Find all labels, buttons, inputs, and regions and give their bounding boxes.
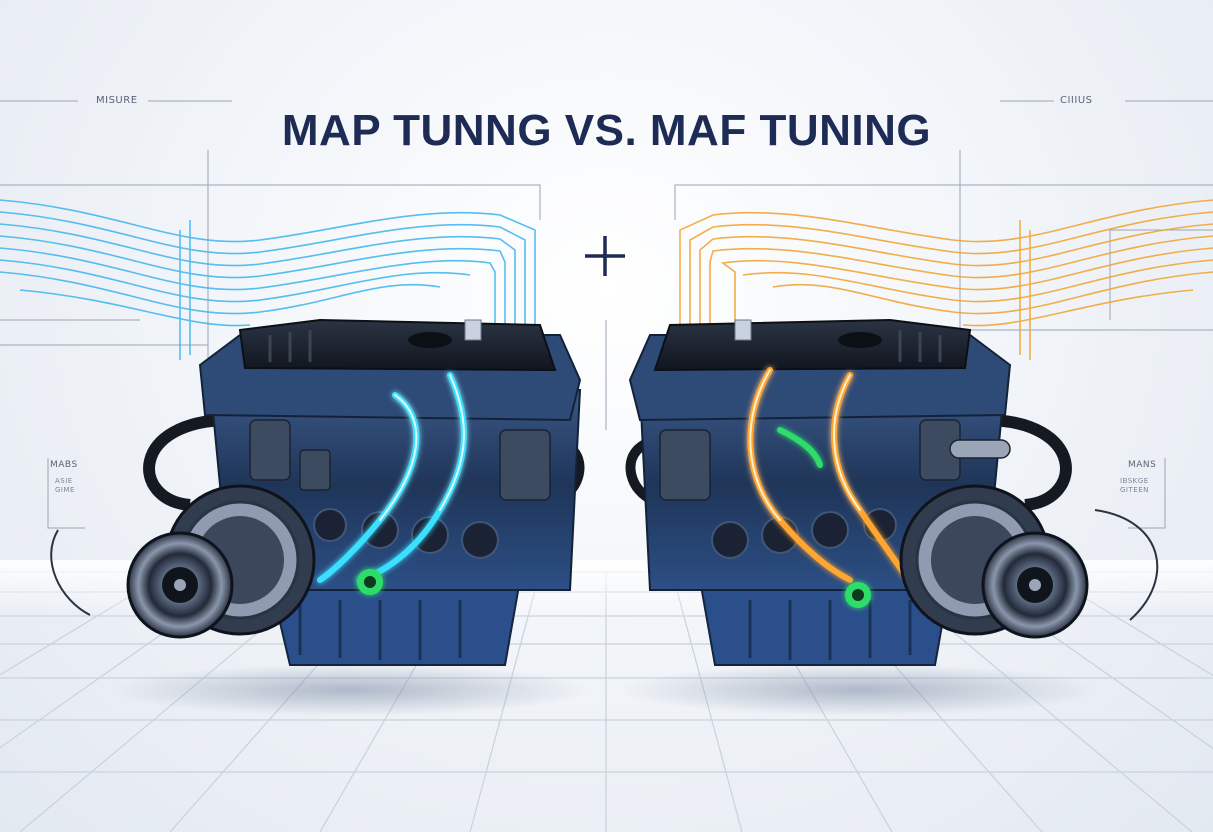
left-signal-lines: [0, 199, 536, 360]
frame-lines: [0, 100, 1213, 529]
label-top-left: MISURE: [96, 95, 138, 106]
label-side-right: MANS: [1128, 460, 1157, 470]
page-title: MAP TUNNG VS. MAF TUNING: [281, 106, 932, 155]
right-signal-lines: [679, 199, 1213, 360]
plus-icon: [585, 236, 625, 276]
label-side-left: MABS: [50, 460, 78, 470]
label-top-right: CIIIUS: [1060, 95, 1093, 106]
label-side-right-sub: IBSKGE GITEEN: [1120, 477, 1149, 494]
right-engine: [625, 318, 1159, 666]
label-side-left-sub: ASIE GIME: [55, 477, 75, 494]
left-engine: [50, 318, 585, 666]
